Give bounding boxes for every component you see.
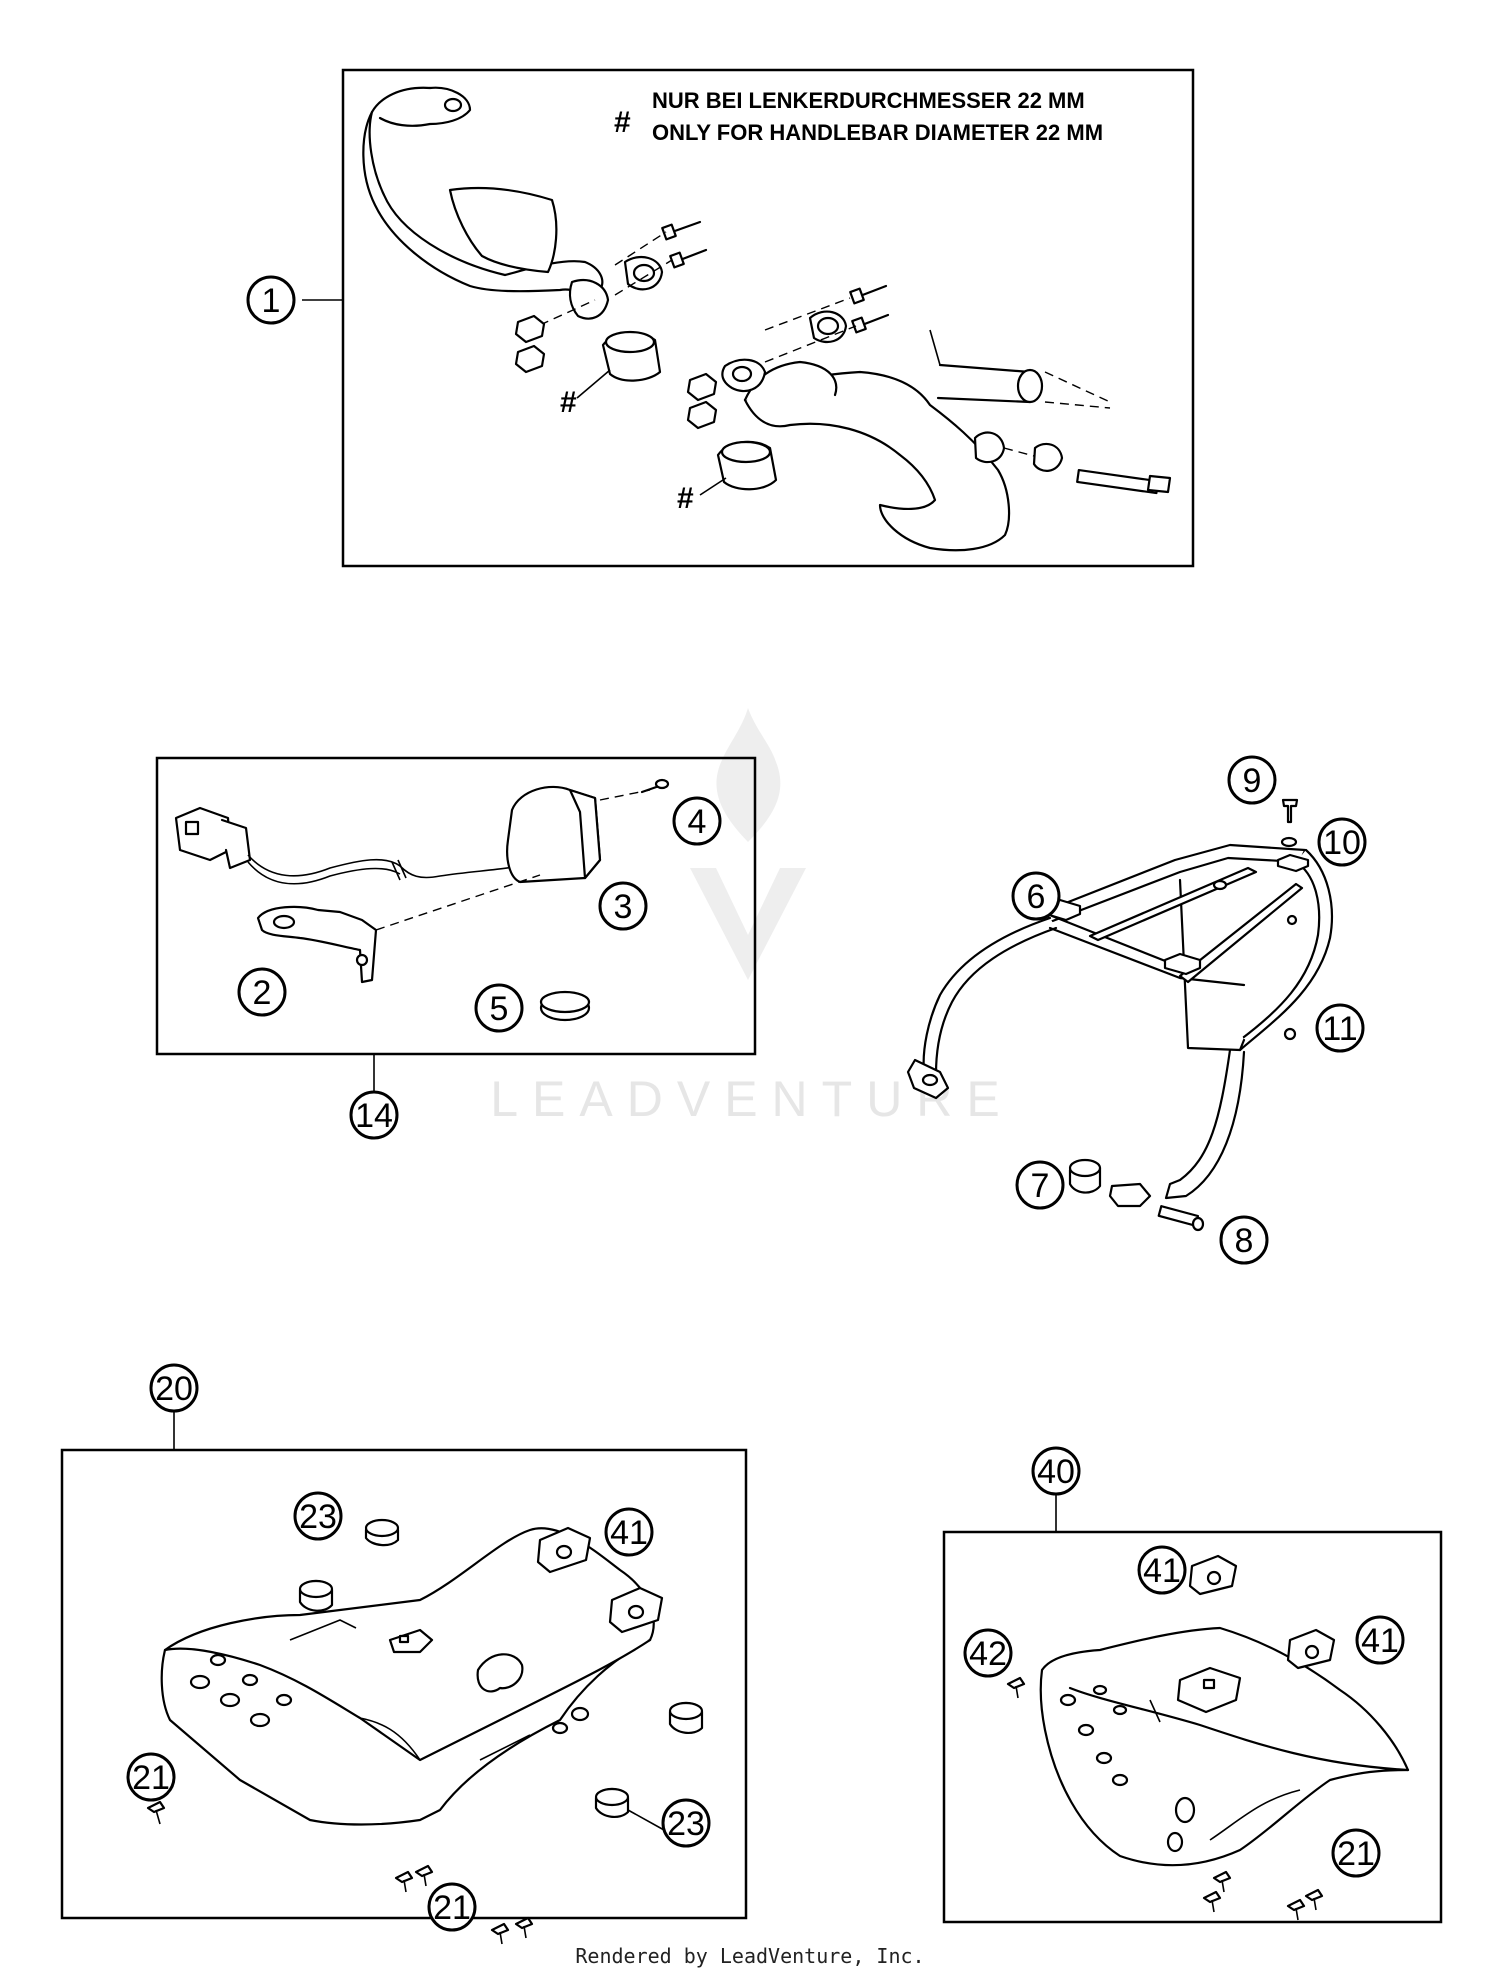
svg-text:2: 2 (253, 974, 272, 1012)
callout-7: 7 (1015, 1160, 1065, 1210)
callout-23-top: 23 (293, 1491, 343, 1541)
engine-guard (1039, 1626, 1410, 1867)
svg-text:23: 23 (667, 1805, 705, 1843)
handguard-kit-frame (341, 68, 1195, 568)
callout-40: 40 (1031, 1446, 1081, 1496)
callout-3: 3 (598, 881, 648, 931)
svg-text:1: 1 (262, 282, 281, 320)
svg-text:14: 14 (355, 1097, 393, 1135)
box-screw (640, 778, 670, 794)
control-box (506, 785, 651, 884)
handguard-kit-note: # NUR BEI LENKERDURCHMESSER 22 MM ONLY F… (614, 88, 1103, 145)
svg-text:21: 21 (132, 1759, 170, 1797)
note-symbol: # (614, 106, 631, 139)
svg-text:5: 5 (490, 990, 509, 1028)
callout-4: 4 (672, 796, 722, 846)
skid-plate-kit-frame (60, 1448, 748, 1920)
svg-text:42: 42 (969, 1635, 1007, 1673)
svg-text:41: 41 (1361, 1622, 1399, 1660)
callout-1: 1 (246, 275, 296, 325)
callout-21-bottom: 21 (427, 1882, 477, 1932)
callout-11: 11 (1315, 1003, 1365, 1053)
footer-credit: Rendered by LeadVenture, Inc. (575, 1944, 925, 1968)
svg-text:4: 4 (688, 803, 707, 841)
svg-text:7: 7 (1031, 1167, 1050, 1205)
svg-text:20: 20 (155, 1370, 193, 1408)
callout-42: 42 (963, 1628, 1013, 1678)
callout-41-top: 41 (1137, 1545, 1187, 1595)
left-handguard-hardware: # (514, 220, 708, 419)
callout-10: 10 (1317, 817, 1367, 867)
rack-hardware (1068, 798, 1299, 1232)
svg-text:8: 8 (1235, 1222, 1254, 1260)
note-line-german: NUR BEI LENKERDURCHMESSER 22 MM (652, 88, 1085, 113)
right-handguard (721, 329, 1172, 552)
callout-41-right: 41 (1355, 1615, 1405, 1665)
callout-8: 8 (1219, 1215, 1269, 1265)
sleeve-marker-left: # (560, 386, 577, 419)
svg-text:21: 21 (1337, 1835, 1375, 1873)
svg-text:11: 11 (1322, 1010, 1357, 1048)
svg-text:10: 10 (1323, 824, 1361, 862)
svg-text:40: 40 (1037, 1453, 1075, 1491)
sleeve-marker-right: # (677, 482, 694, 515)
callout-9: 9 (1227, 755, 1277, 805)
callout-14: 14 (349, 1090, 399, 1140)
callout-20: 20 (149, 1363, 199, 1413)
svg-text:21: 21 (433, 1889, 471, 1927)
callout-5: 5 (474, 983, 524, 1033)
callout-2: 2 (237, 967, 287, 1017)
mounting-bracket (256, 874, 541, 984)
svg-text:41: 41 (1143, 1552, 1181, 1590)
callout-41-left-group: 41 (604, 1507, 654, 1557)
svg-text:41: 41 (610, 1514, 648, 1552)
cap (539, 990, 591, 1022)
engine-guard-kit-frame (942, 1530, 1443, 1924)
control-unit-kit-frame (155, 756, 757, 1056)
engine-guard-hardware (1006, 1554, 1336, 1921)
callout-23-right: 23 (661, 1798, 711, 1848)
svg-text:9: 9 (1243, 762, 1262, 800)
right-handguard-hardware: # (677, 284, 890, 515)
luggage-rack (906, 843, 1334, 1208)
skid-plate-hardware (146, 1518, 704, 1945)
svg-text:3: 3 (614, 888, 633, 926)
callout-6: 6 (1011, 871, 1061, 921)
svg-text:6: 6 (1027, 878, 1046, 916)
wiring-harness (174, 806, 536, 885)
left-handguard (362, 86, 610, 320)
svg-text:23: 23 (299, 1498, 337, 1536)
skid-plate (160, 1527, 655, 1826)
callout-21-engine-guard: 21 (1331, 1828, 1381, 1878)
note-line-english: ONLY FOR HANDLEBAR DIAMETER 22 MM (652, 120, 1103, 145)
callout-21-left: 21 (126, 1752, 176, 1802)
